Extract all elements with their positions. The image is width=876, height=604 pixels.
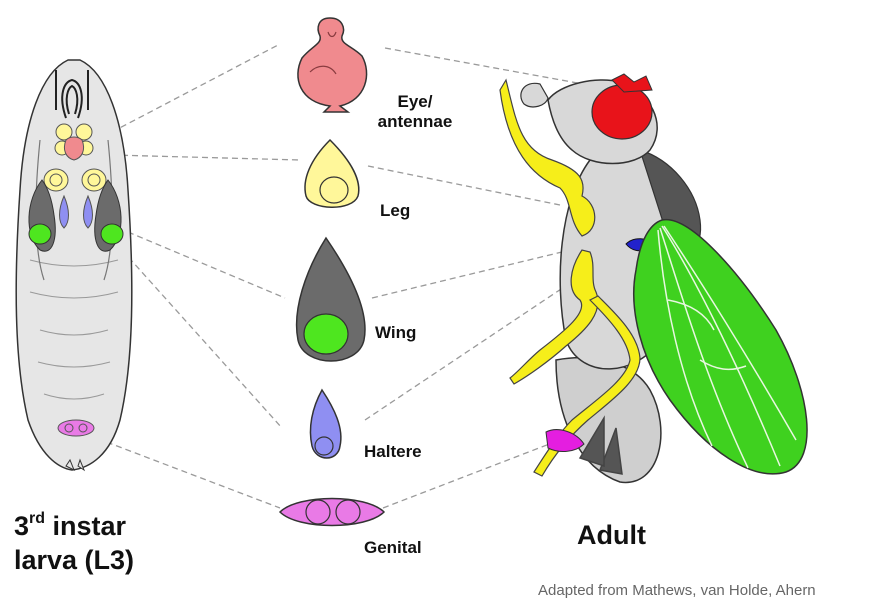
larva-title-superscript: rd	[29, 510, 45, 527]
larva-title-instar: instar	[45, 511, 126, 541]
wing-label: Wing	[375, 323, 416, 343]
eye-antennae-label: Eye/ antennae	[370, 92, 460, 132]
larva-title-line2: larva (L3)	[14, 543, 134, 577]
eye-antennae-label-line1: Eye/	[370, 92, 460, 112]
genital-disc	[280, 499, 384, 526]
larva-body	[16, 60, 132, 470]
haltere-disc	[310, 390, 340, 458]
larva-title-number: 3	[14, 511, 29, 541]
fly-eye	[592, 85, 652, 139]
adult-title: Adult	[577, 518, 646, 552]
image-credit: Adapted from Mathews, van Holde, Ahern	[538, 582, 816, 599]
eye-antennae-label-line2: antennae	[370, 112, 460, 132]
larva-title-line1: 3rd instar	[14, 502, 134, 543]
eye-antennal-disc	[298, 18, 367, 112]
haltere-label: Haltere	[364, 442, 422, 462]
leg-disc	[305, 140, 359, 207]
adult-fly	[500, 74, 807, 482]
genital-label: Genital	[364, 538, 422, 558]
wing-disc	[297, 238, 365, 361]
larva	[16, 60, 132, 470]
leg-label: Leg	[380, 201, 410, 221]
fly-antenna	[521, 83, 548, 107]
larva-brain	[64, 137, 83, 160]
larva-title: 3rd instar larva (L3)	[14, 502, 134, 577]
larva-genital-disc	[58, 420, 94, 436]
